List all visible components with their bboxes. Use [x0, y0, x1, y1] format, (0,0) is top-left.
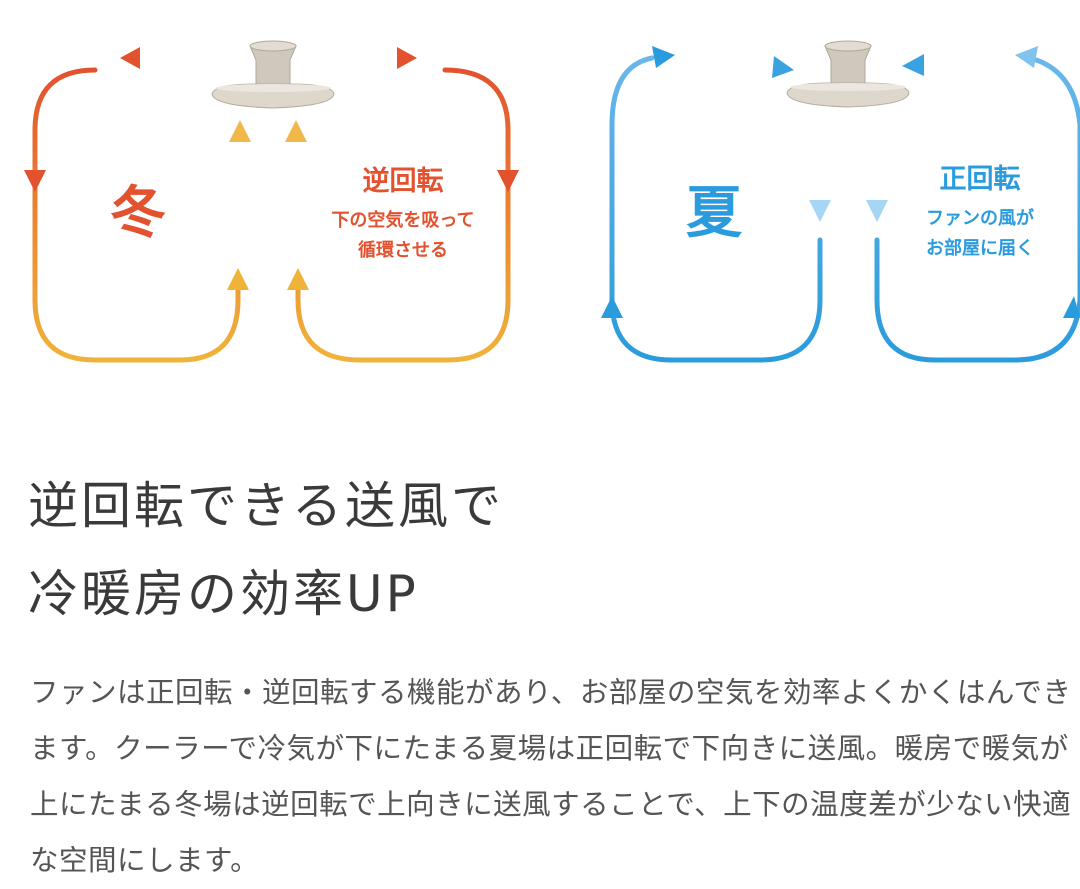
- summer-left-top-arrowhead: [652, 46, 675, 68]
- summer-season-label: 夏: [686, 181, 743, 246]
- winter-right-loop: [295, 67, 511, 363]
- winter-fan-icon: [211, 40, 335, 109]
- headline: 逆回転できる送風で 冷暖房の効率UP: [28, 462, 504, 638]
- summer-left-up-arrowhead: [601, 296, 623, 318]
- summer-top-right-arrowhead: [902, 54, 924, 76]
- winter-right-down-arrowhead: [497, 170, 519, 192]
- summer-panel: 夏 正回転 ファンの風が お部屋に届く: [601, 40, 1080, 363]
- winter-mode-label: 逆回転: [363, 165, 444, 197]
- winter-desc-line1: 下の空気を吸って: [331, 209, 474, 231]
- headline-line2: 冷暖房の効率UP: [28, 565, 419, 623]
- winter-panel: 冬 逆回転 下の空気を吸って 循環させる: [24, 40, 519, 363]
- winter-center-up-left-head: [229, 120, 251, 142]
- summer-left-loop: [609, 55, 823, 363]
- airflow-diagram: 冬 逆回転 下の空気を吸って 循環させる 夏 正回転: [24, 40, 1080, 363]
- summer-center-down-right-head: [866, 200, 888, 222]
- winter-left-up-arrowhead: [227, 268, 249, 290]
- winter-desc-line2: 循環させる: [358, 239, 448, 261]
- winter-left-loop: [32, 67, 241, 363]
- summer-right-top-arrowhead: [1015, 46, 1038, 68]
- summer-right-up-arrowhead: [1063, 296, 1080, 318]
- summer-center-down-left-head: [809, 200, 831, 222]
- summer-top-left-arrowhead: [772, 56, 794, 78]
- body-paragraph: ファンは正回転・逆回転する機能があり、お部屋の空気を効率よくかくはんできます。ク…: [30, 676, 1072, 877]
- winter-center-up-right-head: [285, 120, 307, 142]
- summer-fan-icon: [786, 40, 910, 108]
- winter-top-right-arrowhead: [397, 47, 417, 69]
- summer-right-loop: [874, 55, 1080, 363]
- winter-top-left-arrowhead: [120, 47, 140, 69]
- winter-right-up-arrowhead: [287, 268, 309, 290]
- summer-desc-line2: お部屋に届く: [926, 237, 1034, 259]
- winter-season-label: 冬: [110, 181, 166, 246]
- winter-left-down-arrowhead: [24, 170, 46, 192]
- summer-desc-line1: ファンの風が: [926, 207, 1034, 229]
- headline-line1: 逆回転できる送風で: [28, 477, 504, 535]
- summer-mode-label: 正回転: [940, 164, 1021, 195]
